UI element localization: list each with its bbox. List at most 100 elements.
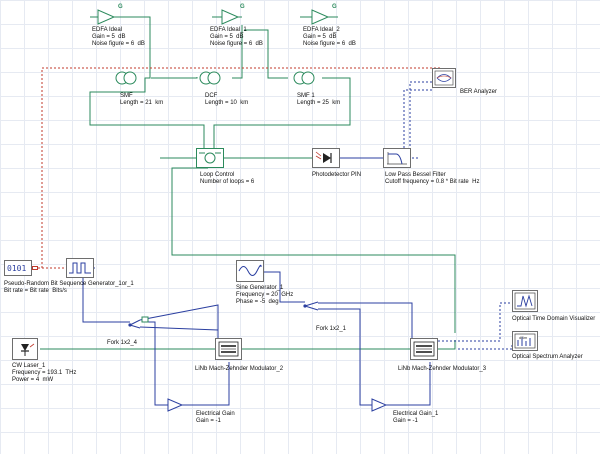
pulse-generator[interactable] <box>66 258 94 278</box>
optical-time-domain-visualizer[interactable] <box>512 290 538 312</box>
laser-frequency: Frequency = 193.1 THz <box>12 370 77 376</box>
filter-label: Low Pass Bessel Filter <box>385 172 446 178</box>
loop-label: Loop Control <box>200 172 235 178</box>
electrical-gain[interactable] <box>167 398 188 412</box>
edfa-label: EDFA Ideal <box>92 27 123 33</box>
mach-zehnder-modulator-3[interactable] <box>410 338 438 360</box>
edfa-noise: Noise figure = 6 dB <box>303 41 356 47</box>
electrical-wire <box>264 271 305 303</box>
optical-wire <box>151 77 198 79</box>
optical-wire <box>232 25 243 79</box>
filter-param: Cutoff frequency = 0.8 * Bit rate Hz <box>385 179 480 185</box>
monitor-wire <box>409 81 432 158</box>
fork-2-label: Fork 1x2_4 <box>107 340 138 346</box>
gain-symbol: G <box>240 4 245 10</box>
output-port <box>32 266 38 270</box>
loop-control[interactable] <box>196 148 224 168</box>
electrical-gain-1-label: Electrical Gain_1 <box>393 411 439 417</box>
electrical-gain-label: Electrical Gain <box>196 411 235 417</box>
cw-laser[interactable] <box>12 338 38 360</box>
ber-label: BER Analyzer <box>460 89 498 95</box>
electrical-wire <box>188 362 230 406</box>
dcf-label: DCF <box>205 93 218 99</box>
optical-wire <box>89 25 205 150</box>
nrz-pulse-icon <box>69 262 91 274</box>
dcf-block[interactable] <box>199 71 221 85</box>
otdv-label: Optical Time Domain Visualizer <box>512 316 596 322</box>
amplifier-icon <box>371 398 388 412</box>
edfa-noise: Noise figure = 6 dB <box>92 41 145 47</box>
sine-phase: Phase = -5 deg <box>236 299 279 305</box>
amplifier-icon <box>167 398 184 412</box>
fork-1-label: Fork 1x2_1 <box>316 326 347 332</box>
smf-1-block[interactable] <box>293 71 315 85</box>
gain-symbol: G <box>332 4 337 10</box>
ber-analyzer[interactable] <box>432 68 456 88</box>
optical-wire <box>244 29 288 79</box>
oscilloscope-icon <box>514 292 536 310</box>
osa-label: Optical Spectrum Analyzer <box>512 354 583 360</box>
mzm-2-label: LiNb Mach-Zehnder Modulator_2 <box>195 366 284 372</box>
binary-wire <box>41 67 440 268</box>
smf-block[interactable] <box>115 71 137 85</box>
electrical-gain-1-value: Gain = -1 <box>393 418 418 424</box>
electrical-gain-1[interactable] <box>371 398 392 412</box>
optical-wire <box>171 167 456 333</box>
electrical-wire <box>318 302 413 338</box>
optical-wire <box>438 340 456 350</box>
mach-zehnder-modulator-2[interactable] <box>215 338 242 360</box>
loop-param: Number of loops = 6 <box>200 179 255 185</box>
edfa-label: EDFA Ideal_2 <box>303 27 340 33</box>
smf-label: SMF <box>120 93 133 99</box>
gain-symbol: G <box>118 4 123 10</box>
eye-diagram-icon <box>434 70 454 86</box>
monitor-wire <box>438 302 512 342</box>
sine-frequency: Frequency = 20 GHz <box>236 292 294 298</box>
prbs-label: Pseudo-Random Bit Sequence Generator_1or… <box>4 281 134 287</box>
bit-sequence-icon: 0101 <box>7 264 27 273</box>
monitor-wire <box>403 89 432 159</box>
smf-1-label: SMF 1 <box>297 93 315 99</box>
sine-generator[interactable] <box>236 260 264 282</box>
optical-wire <box>213 77 351 150</box>
dbm-glyph: dBm <box>519 335 528 340</box>
edfa-gain: Gain = 5 dB <box>92 34 126 40</box>
photodetector-label: Photodetector PIN <box>312 172 362 178</box>
prbs-generator[interactable]: 0101 <box>4 260 32 276</box>
modulator-icon <box>413 341 435 357</box>
photodetector-pin[interactable] <box>312 148 340 168</box>
laser-label: CW Laser_1 <box>12 363 46 369</box>
optical-wire <box>123 16 151 25</box>
photodiode-icon <box>315 151 332 163</box>
edfa-gain: Gain = 5 dB <box>210 34 244 40</box>
edfa-noise: Noise figure = 6 dB <box>210 41 263 47</box>
electrical-wire <box>139 326 219 331</box>
laser-power: Power = 4 mW <box>12 377 54 383</box>
sine-wave-icon <box>238 264 262 276</box>
laser-diode-icon <box>21 343 35 356</box>
spectrum-icon <box>514 333 536 349</box>
electrical-wire <box>148 321 168 406</box>
optical-spectrum-analyzer[interactable]: dBm <box>512 331 538 351</box>
electrical-wire <box>139 304 219 338</box>
prbs-param: Bit rate = Bit rate Bits/s <box>4 288 67 294</box>
loop-icon <box>199 152 221 164</box>
electrical-gain-value: Gain = -1 <box>196 418 221 424</box>
edfa-label: EDFA Ideal_1 <box>210 27 247 33</box>
modulator-icon <box>218 341 239 357</box>
edfa-gain: Gain = 5 dB <box>303 34 337 40</box>
electrical-wire <box>318 308 372 406</box>
electrical-wire <box>392 362 431 406</box>
smf-length: Length = 21 km <box>120 100 164 106</box>
low-pass-bessel-filter[interactable] <box>383 148 411 168</box>
dcf-length: Length = 10 km <box>205 100 249 106</box>
sine-label: Sine Generator_1 <box>236 285 284 291</box>
